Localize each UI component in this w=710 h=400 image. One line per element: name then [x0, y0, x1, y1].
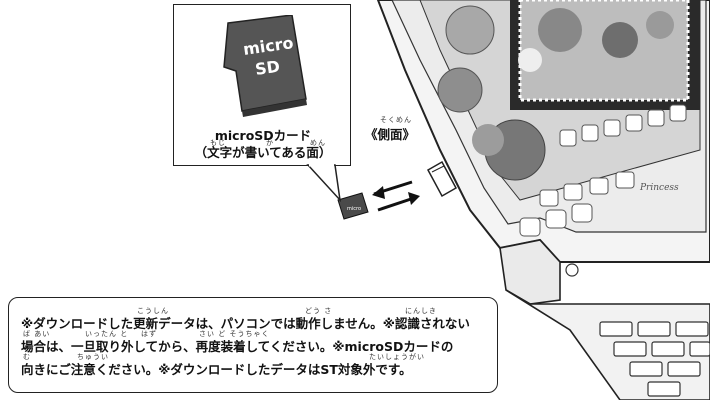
- callout-subtitle: （文字が書いてある面）: [194, 145, 332, 160]
- ruby-chuui: ちゅうい: [77, 353, 109, 361]
- sd-card-small: micro: [337, 192, 369, 220]
- ruby-sokumen: そくめん: [380, 116, 412, 124]
- ruby-koushin: こうしん: [137, 307, 169, 315]
- keyboard-keys: [599, 321, 710, 397]
- ruby-baai: ば あい: [23, 330, 51, 338]
- microsd-callout: micro SD microSDカード （文字が書いてある面） もじ か めん: [173, 4, 351, 166]
- ruby-taishou: たいしょうがい: [369, 353, 425, 361]
- callout-title: microSDカード: [214, 128, 312, 143]
- screen-character-art: [437, 0, 700, 181]
- callout-caption: microSDカード （文字が書いてある面）: [174, 127, 352, 161]
- ruby-kaku: か: [266, 139, 274, 147]
- ruby-hazu: はず: [141, 330, 157, 338]
- microsd-card-illustration: micro SD: [223, 15, 307, 117]
- notice-line-1: ※ダウンロードした更新データは、パソコンでは動作しません。※認識されない: [21, 316, 470, 331]
- ruby-men: めん: [310, 139, 326, 147]
- ruby-dousa: どう さ: [305, 307, 333, 315]
- svg-text:micro: micro: [347, 206, 361, 212]
- screen-app-icons: [519, 104, 687, 237]
- ruby-saido: さい ど そうちゃく: [199, 330, 270, 338]
- screen-script-text: Princess: [639, 183, 679, 193]
- ruby-ittan: いったん と: [85, 330, 129, 338]
- notice-box: こうしん どう さ にんしき ば あい いったん と はず さい ど そうちゃく…: [8, 297, 498, 393]
- notice-line-3: 向きにご注意ください。※ダウンロードしたデータはST対象外です。: [21, 362, 412, 377]
- insert-remove-arrows: [372, 180, 420, 212]
- side-label: 《側面》: [365, 127, 416, 142]
- notice-line-2: 場合は、一旦取り外してから、再度装着してください。※microSDカードの: [21, 339, 454, 354]
- ruby-mu: む: [23, 353, 31, 361]
- ruby-ninshiki: にんしき: [405, 307, 437, 315]
- svg-text:SD: SD: [254, 57, 281, 79]
- ruby-moji: もじ: [210, 139, 226, 147]
